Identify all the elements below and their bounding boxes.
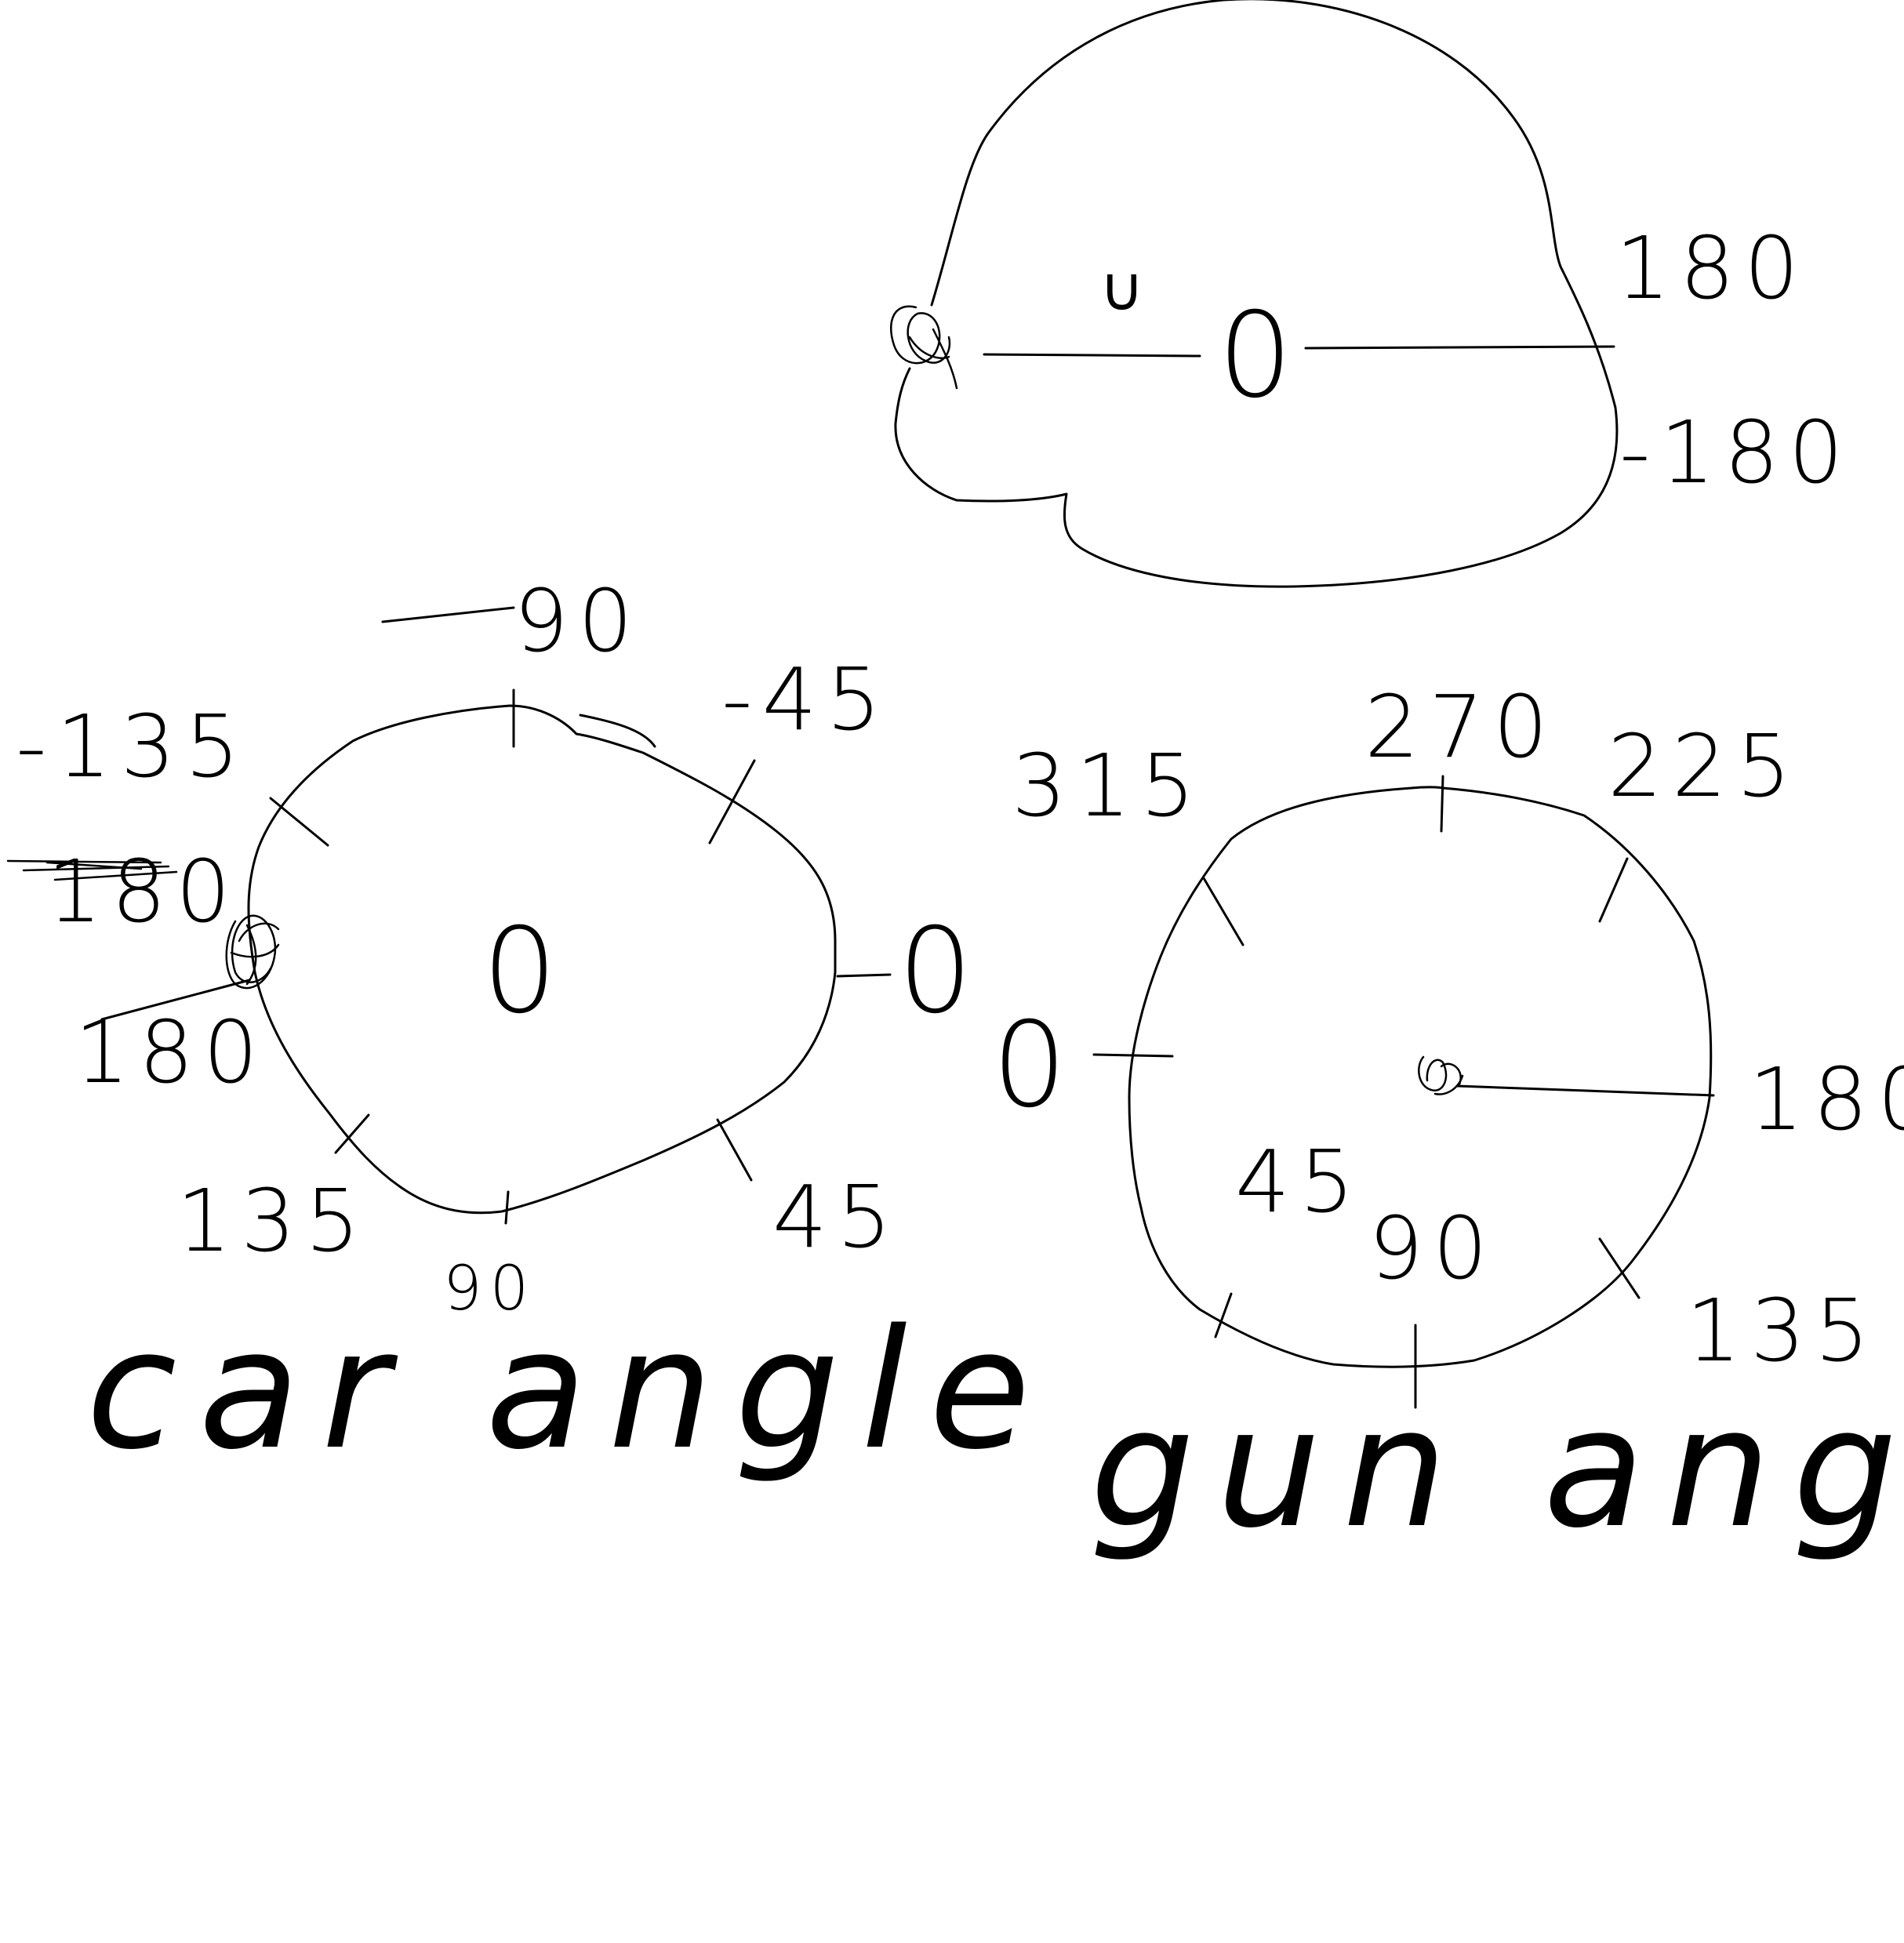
top-dial-scribble-ear bbox=[890, 305, 958, 390]
car-dial-center-label: 0 bbox=[482, 903, 557, 1040]
gun-tick-top bbox=[1440, 775, 1444, 833]
car-label-top-right: -45 bbox=[721, 649, 891, 750]
gun-dial-radius bbox=[1455, 1084, 1715, 1097]
car-tick-bottom-left bbox=[334, 1113, 370, 1154]
gun-label-top-left: 315 bbox=[1012, 735, 1205, 836]
car-tick-bottom bbox=[504, 1190, 510, 1225]
gun-dial-outline bbox=[1128, 786, 1713, 1368]
top-dial: 0 ∪ 180 -180 bbox=[890, 0, 1853, 588]
car-label-left: 180 bbox=[74, 1002, 267, 1102]
top-dial-right-radius bbox=[1304, 345, 1615, 350]
car-tick-right bbox=[836, 973, 892, 978]
car-label-left-struck: 180 bbox=[47, 841, 240, 942]
car-dial-left-scribble bbox=[225, 914, 280, 990]
gun-tick-top-left bbox=[1202, 877, 1245, 946]
gun-label-bottom-right: 135 bbox=[1686, 1280, 1879, 1381]
car-tick-left bbox=[100, 979, 251, 1021]
car-label-top-left: -135 bbox=[16, 696, 249, 797]
gun-dial: 270 315 225 0 180 45 90 135 gun angle bbox=[992, 677, 1904, 1564]
car-tick-bottom-right bbox=[716, 1118, 753, 1182]
gun-dial-center-scribble bbox=[1418, 1055, 1464, 1095]
gun-tick-left bbox=[1092, 1053, 1174, 1058]
top-dial-outline bbox=[894, 0, 1619, 588]
gun-tick-bottom-right bbox=[1598, 1237, 1641, 1299]
gun-tick-top-right bbox=[1598, 857, 1629, 923]
car-dial-outline bbox=[247, 704, 837, 1215]
car-label-bottom-left: 135 bbox=[176, 1171, 369, 1271]
gun-label-top: 270 bbox=[1364, 677, 1557, 777]
gun-label-right: 180 bbox=[1749, 1049, 1904, 1149]
gun-label-inner-bottom: 90 bbox=[1368, 1198, 1497, 1298]
car-dial-caption: car angle bbox=[86, 1294, 1052, 1486]
top-dial-small-mark: ∪ bbox=[1099, 254, 1152, 325]
gun-dial-caption: gun angle bbox=[1090, 1372, 1904, 1564]
gun-label-left: 0 bbox=[992, 997, 1066, 1134]
car-tick-top-label-stroke bbox=[381, 606, 515, 623]
car-label-right: 0 bbox=[898, 903, 972, 1040]
top-dial-center-label: 0 bbox=[1218, 288, 1292, 424]
car-tick-top-right bbox=[708, 759, 756, 844]
car-label-bottom-right: 45 bbox=[772, 1167, 901, 1267]
top-dial-right-upper-label: 180 bbox=[1615, 218, 1808, 318]
car-dial-top-right-hook bbox=[579, 714, 656, 748]
car-label-bottom: 90 bbox=[443, 1254, 536, 1324]
top-dial-right-lower-label: -180 bbox=[1619, 402, 1853, 503]
car-dial-strike-marks bbox=[6, 859, 178, 881]
gun-tick-bottom-left bbox=[1214, 1292, 1233, 1338]
top-dial-left-radius bbox=[983, 353, 1201, 358]
car-dial: 0 90 -135 -45 180 180 0 135 90 45 car an… bbox=[6, 571, 1052, 1486]
car-tick-top-left bbox=[269, 797, 329, 847]
gun-label-inner-left: 45 bbox=[1235, 1131, 1364, 1232]
car-label-top: 90 bbox=[514, 571, 642, 671]
gun-label-top-right: 225 bbox=[1608, 716, 1800, 816]
